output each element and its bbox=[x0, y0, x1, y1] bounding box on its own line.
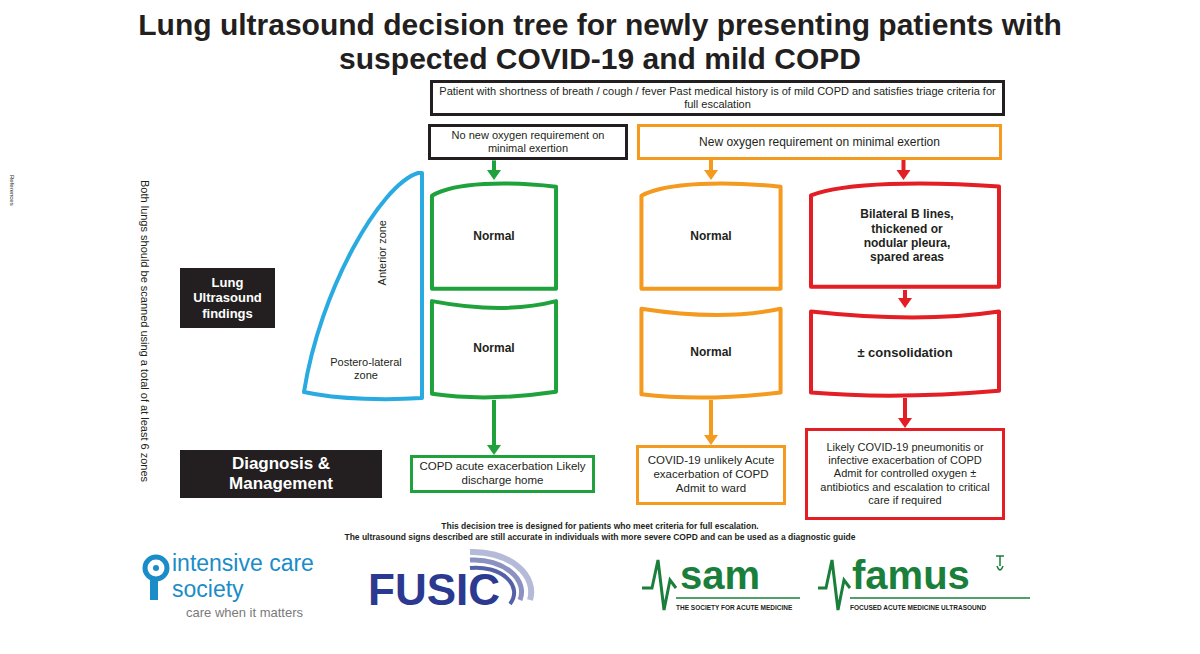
zone-border bbox=[432, 184, 556, 289]
arrow-shaft bbox=[492, 160, 496, 171]
posterior-zone-shape: Normal bbox=[637, 305, 785, 400]
node-text: Normal bbox=[473, 341, 514, 355]
node-text: Normal bbox=[473, 229, 514, 243]
zone-label: Postero-lateral zone bbox=[320, 356, 412, 382]
arrow-connector bbox=[704, 160, 718, 180]
arrow-connector bbox=[898, 290, 912, 308]
outcome-box: COPD acute exacerbation Likely discharge… bbox=[410, 455, 595, 493]
condition-box: New oxygen requirement on minimal exerti… bbox=[637, 124, 1002, 160]
title: Lung ultrasound decision tree for newly … bbox=[60, 8, 1140, 76]
arrow-shaft bbox=[903, 290, 907, 299]
outcome-box: Likely COVID-19 pneumonitis or infective… bbox=[805, 428, 1005, 520]
references-note: References bbox=[8, 175, 15, 206]
logo-text: intensive care bbox=[172, 550, 314, 576]
footnote: This decision tree is designed for patie… bbox=[200, 522, 1000, 532]
lung-outline: Anterior zonePostero-lateral zone bbox=[300, 170, 425, 402]
arrow-shaft bbox=[709, 160, 713, 171]
section-label-box: Diagnosis & Management bbox=[180, 450, 382, 498]
node-text: Normal bbox=[690, 229, 731, 243]
logo-tagline: THE SOCIETY FOR ACUTE MEDICINE bbox=[676, 604, 792, 611]
anterior-zone-shape: Bilateral B lines, thickened or nodular … bbox=[805, 180, 1005, 290]
arrow-head bbox=[898, 418, 912, 428]
outcome-box: COVID-19 unlikely Acute exacerbation of … bbox=[636, 445, 786, 505]
logo-text: FUSIC bbox=[368, 565, 500, 616]
zone-border bbox=[304, 173, 422, 399]
section-label-box: Lung Ultrasound findings bbox=[180, 268, 275, 328]
zone-border bbox=[432, 301, 556, 397]
node-text: COVID-19 unlikely Acute exacerbation of … bbox=[645, 454, 777, 495]
footnote: The ultrasound signs described are still… bbox=[150, 533, 1050, 543]
node-text: Patient with shortness of breath / cough… bbox=[439, 85, 996, 111]
node-text: ± consolidation bbox=[857, 345, 952, 361]
arrow-head bbox=[704, 435, 718, 445]
arrow-head bbox=[704, 170, 718, 180]
arrow-head bbox=[898, 298, 912, 308]
node-text: COPD acute exacerbation Likely discharge… bbox=[419, 460, 586, 488]
condition-box: No new oxygen requirement on minimal exe… bbox=[428, 124, 628, 160]
logo-text: society bbox=[172, 576, 244, 602]
arrow-connector bbox=[897, 160, 911, 180]
posterior-zone-shape: ± consolidation bbox=[805, 308, 1005, 398]
anterior-zone-shape: Normal bbox=[637, 180, 785, 292]
arrow-shaft bbox=[492, 400, 496, 446]
zone-border bbox=[811, 312, 999, 396]
zone-border bbox=[641, 309, 780, 398]
node-text: Lung Ultrasound findings bbox=[186, 275, 269, 322]
zone-label: Anterior zone bbox=[376, 220, 389, 285]
arrow-shaft bbox=[902, 160, 906, 171]
arrow-connector bbox=[487, 160, 501, 180]
node-text: Bilateral B lines, thickened or nodular … bbox=[851, 207, 963, 265]
node-text: New oxygen requirement on minimal exerti… bbox=[699, 135, 940, 149]
start-box: Patient with shortness of breath / cough… bbox=[430, 80, 1005, 116]
side-note: Both lungs should be scanned using a tot… bbox=[138, 180, 151, 482]
ics-icon bbox=[145, 557, 167, 600]
anterior-zone-shape: Normal bbox=[428, 180, 560, 292]
arrow-shaft bbox=[709, 400, 713, 436]
posterior-zone-shape: Normal bbox=[428, 297, 560, 400]
arrow-head bbox=[487, 445, 501, 455]
node-text: Diagnosis & Management bbox=[186, 454, 376, 495]
arrow-head bbox=[487, 170, 501, 180]
arrow-shaft bbox=[903, 398, 907, 419]
zone-border bbox=[811, 183, 999, 286]
logo-tagline: care when it matters bbox=[186, 606, 303, 621]
node-text: Likely COVID-19 pneumonitis or infective… bbox=[814, 441, 996, 507]
logo-text: sam bbox=[680, 552, 760, 598]
arrow-connector bbox=[487, 400, 501, 455]
arrow-head bbox=[897, 170, 911, 180]
node-text: Normal bbox=[690, 345, 731, 359]
zone-border bbox=[641, 184, 780, 289]
logo-tagline: FOCUSED ACUTE MEDICINE ULTRASOUND bbox=[850, 604, 986, 611]
arrow-connector bbox=[898, 398, 912, 428]
arrow-connector bbox=[704, 400, 718, 445]
node-text: No new oxygen requirement on minimal exe… bbox=[437, 129, 619, 155]
logo-text: famus bbox=[852, 552, 970, 598]
